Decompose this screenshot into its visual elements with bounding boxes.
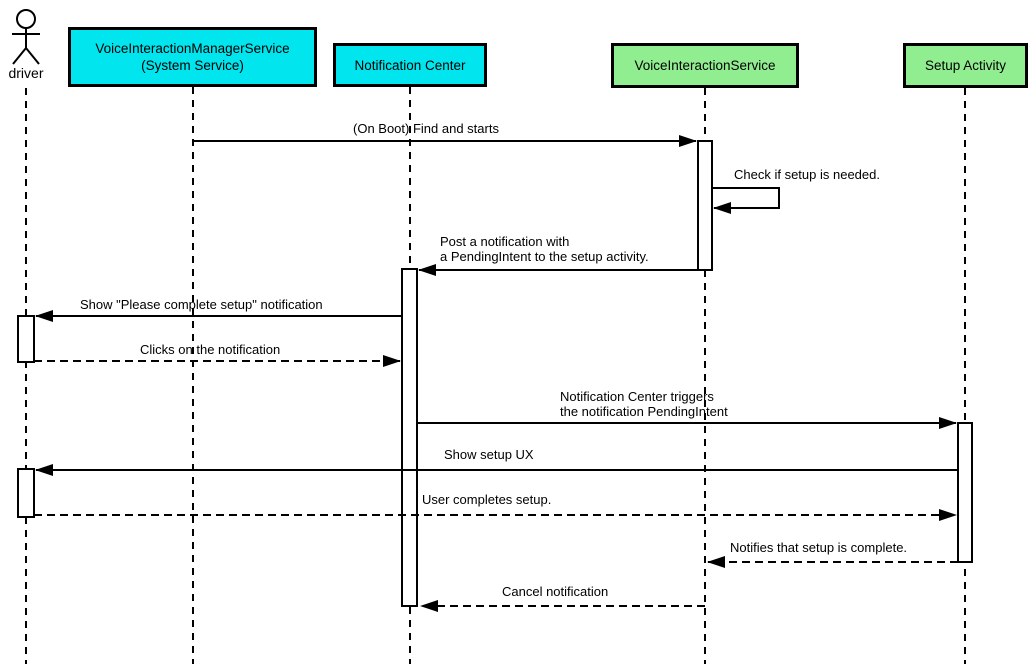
activation-bar-driver-2 — [17, 468, 35, 518]
message-label-post-notification: Post a notification with a PendingIntent… — [440, 234, 649, 264]
message-label-setup-complete: Notifies that setup is complete. — [730, 540, 908, 555]
participant-notification-center: Notification Center — [333, 43, 487, 87]
actor-label-driver: driver — [8, 65, 44, 81]
message-label-cancel-notification: Cancel notification — [502, 584, 609, 599]
message-label-check-setup: Check if setup is needed. — [734, 167, 880, 182]
message-label-user-completes-setup: User completes setup. — [422, 492, 552, 507]
actor-figure-driver — [12, 9, 40, 65]
message-label-show-notification: Show "Please complete setup" notificatio… — [80, 297, 323, 312]
participant-setup-activity: Setup Activity — [903, 43, 1028, 88]
message-arrow-2-check-setup-self — [712, 187, 780, 214]
participant-voice-interaction-service: VoiceInteractionService — [611, 43, 799, 88]
activation-bar-driver-1 — [17, 315, 35, 363]
activation-bar-voice-interaction-service — [697, 140, 713, 271]
message-label-show-setup-ux: Show setup UX — [444, 447, 534, 462]
participant-voice-interaction-manager-service: VoiceInteractionManagerService (System S… — [68, 27, 317, 87]
activation-bar-notification-center — [401, 268, 418, 607]
activation-bar-setup-activity — [957, 422, 973, 563]
message-label-clicks-notification: Clicks on the notification — [140, 342, 281, 357]
message-label-triggers-pendingintent: Notification Center triggers the notific… — [560, 389, 728, 419]
message-label-find-and-starts: (On Boot) Find and starts — [353, 121, 499, 136]
